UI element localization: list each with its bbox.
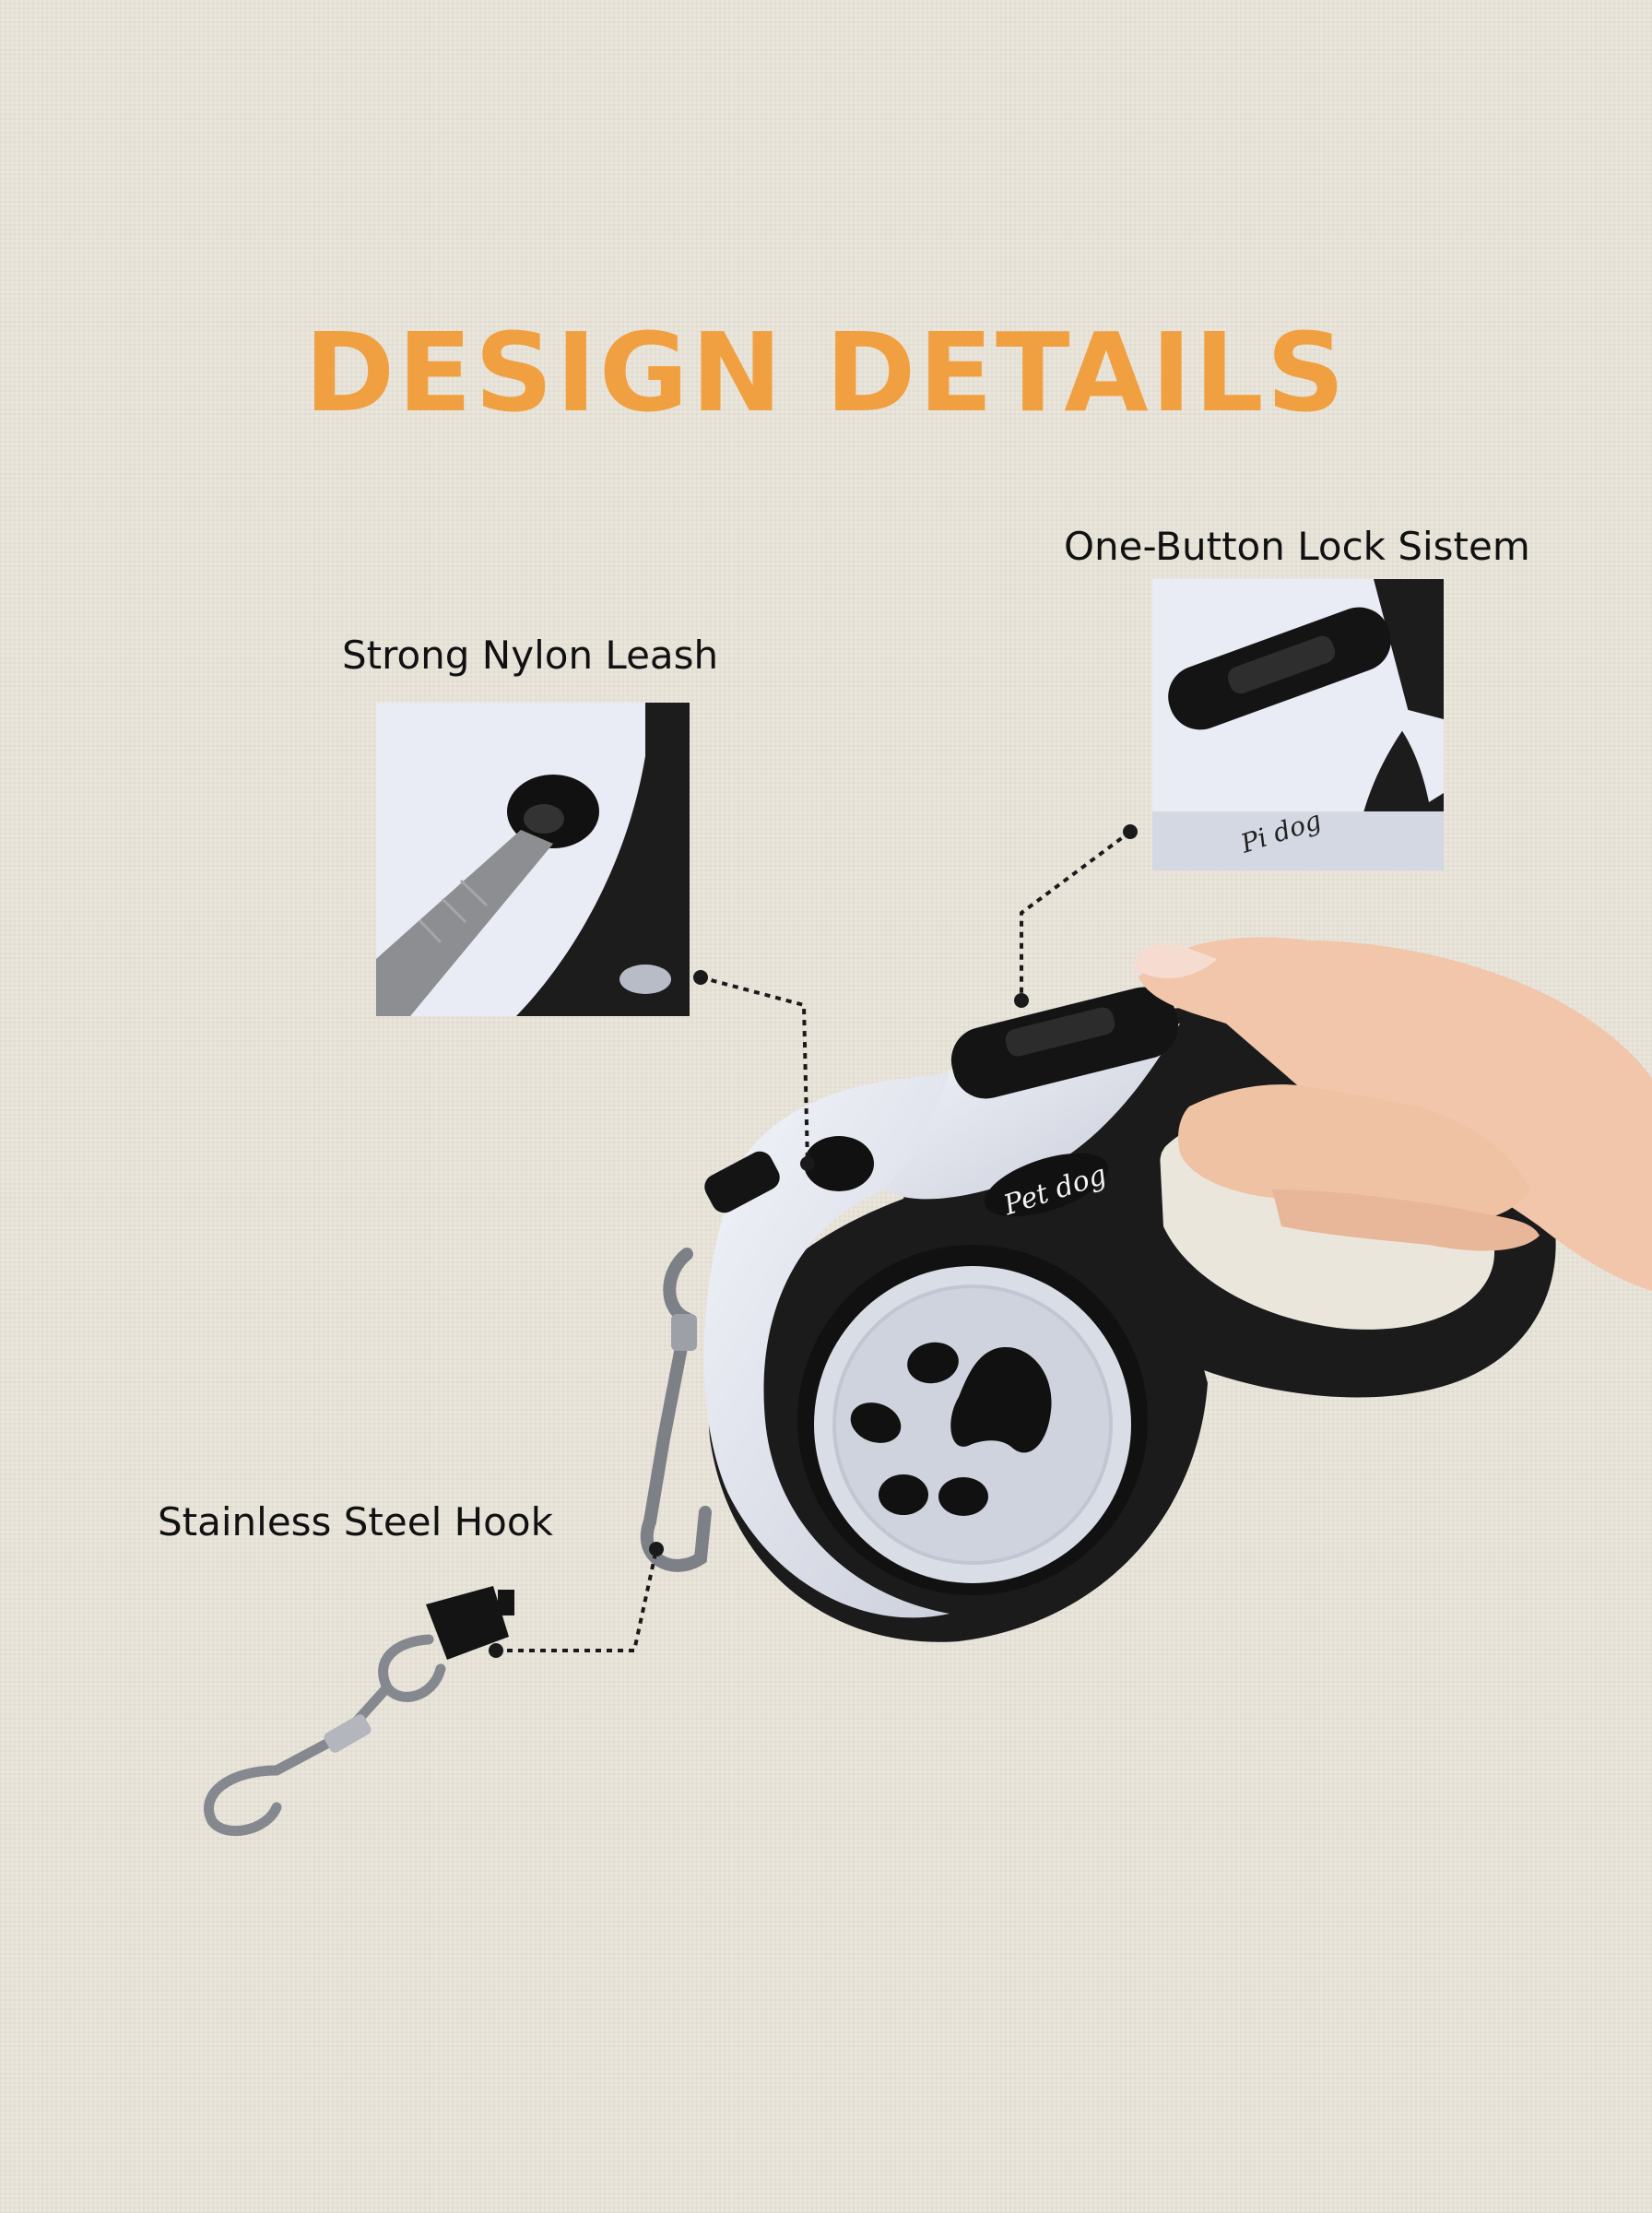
paw-print-icon	[850, 1342, 1052, 1516]
retractable-leash: Pet dog	[640, 937, 1652, 1642]
hand	[1134, 937, 1652, 1291]
callout-lock-label: One-Button Lock Sistem	[1064, 524, 1530, 569]
callout-leash-label: Strong Nylon Leash	[342, 633, 719, 678]
inset-lock-closeup: Pi dog	[1152, 579, 1444, 870]
detached-steel-hook	[204, 1586, 514, 1837]
callout-leaders	[496, 830, 1132, 1652]
inset-leash-closeup	[376, 703, 690, 1016]
page-title: DESIGN DETAILS	[304, 309, 1348, 436]
hook-on-body	[640, 1248, 712, 1572]
callout-hook-label: Stainless Steel Hook	[158, 1499, 553, 1544]
